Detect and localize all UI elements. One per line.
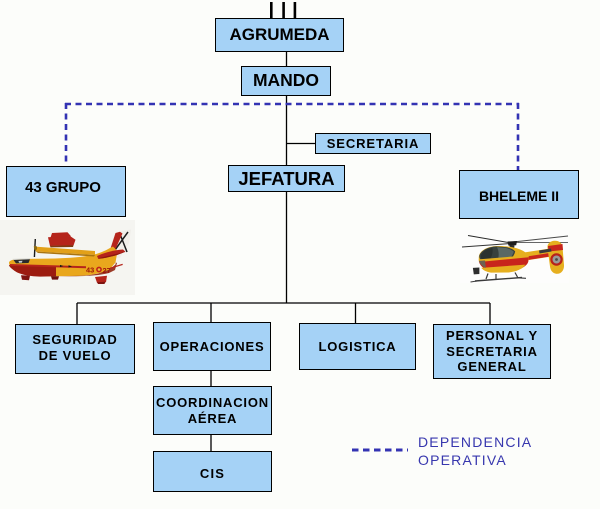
svg-text:27: 27 [103,266,111,275]
svg-text:43: 43 [86,265,94,274]
